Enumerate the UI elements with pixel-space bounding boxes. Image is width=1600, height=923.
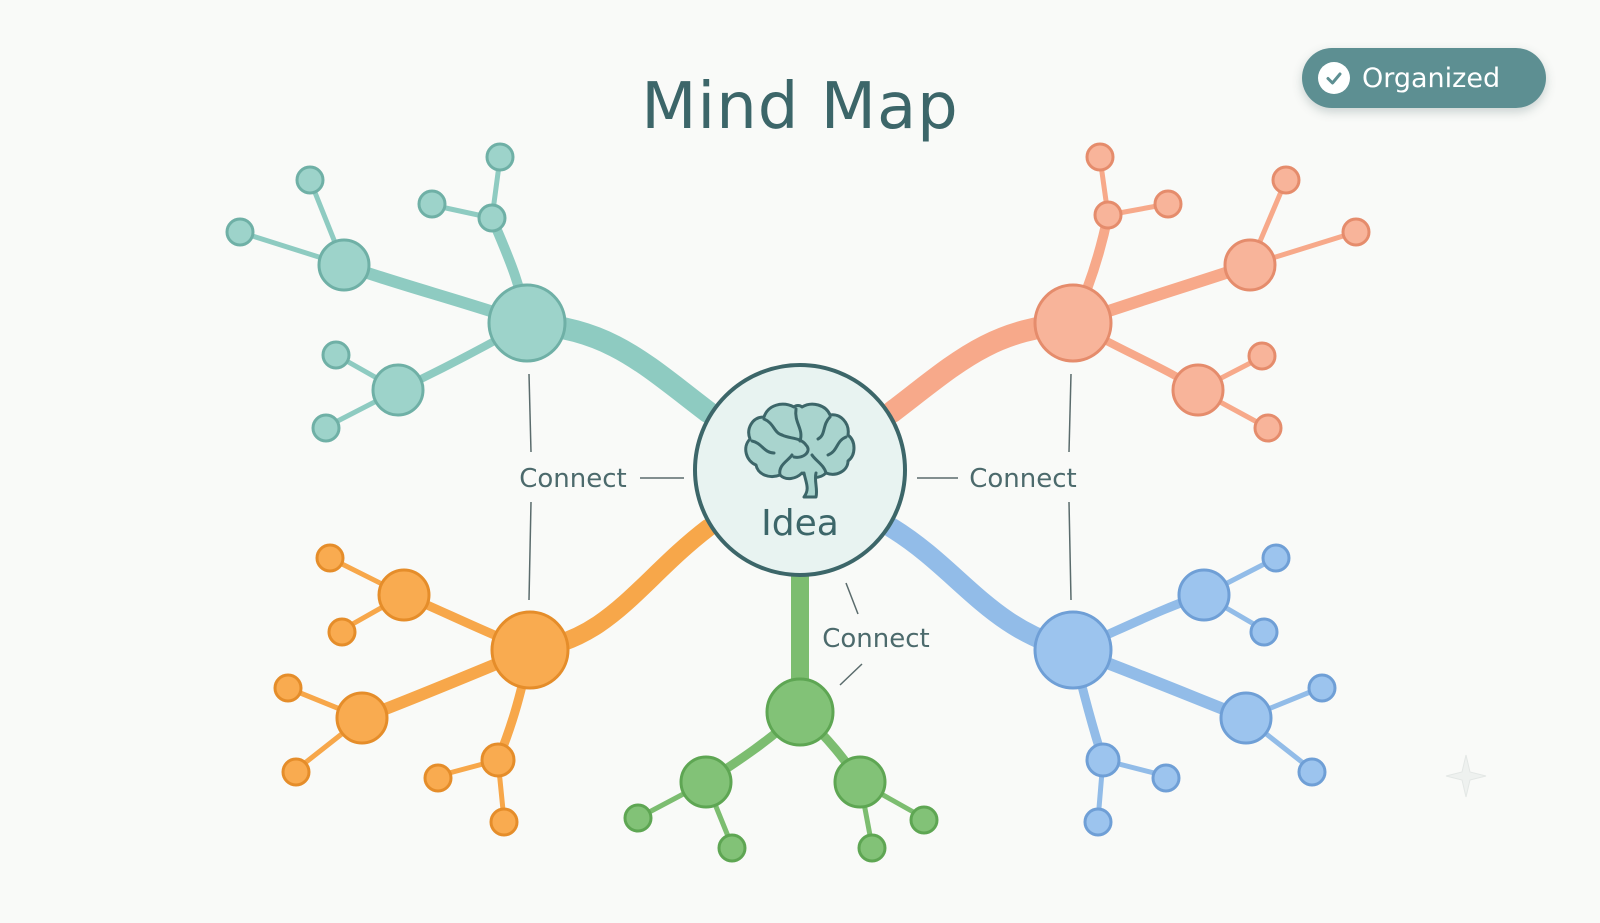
check-icon <box>1318 62 1350 94</box>
branch-salmon-node[interactable] <box>1247 341 1277 371</box>
branch-teal-node[interactable] <box>485 142 515 172</box>
connector-line <box>845 582 859 615</box>
branch-orange-node[interactable] <box>335 691 389 745</box>
branch-orange-node[interactable] <box>377 568 431 622</box>
branch-blue <box>882 518 1337 837</box>
branch-blue-node[interactable] <box>1151 763 1181 793</box>
connector-label-bottom: Connect <box>822 624 930 654</box>
connector-line <box>839 663 863 686</box>
branch-orange-node[interactable] <box>315 543 345 573</box>
branch-salmon-node[interactable] <box>1223 238 1277 292</box>
branch-teal-node[interactable] <box>317 238 371 292</box>
branch-blue-node[interactable] <box>1033 610 1113 690</box>
branch-teal <box>225 142 719 443</box>
branch-orange-node[interactable] <box>490 610 570 690</box>
branch-blue-node[interactable] <box>1249 617 1279 647</box>
branch-orange-node[interactable] <box>327 617 357 647</box>
center-node-label: Idea <box>761 503 839 544</box>
branch-orange-node[interactable] <box>480 742 516 778</box>
connector-right: Connect <box>917 373 1077 601</box>
branch-green-node[interactable] <box>765 677 835 747</box>
branch-orange <box>273 519 717 837</box>
branch-salmon-node[interactable] <box>1171 363 1225 417</box>
branch-teal-node[interactable] <box>321 340 351 370</box>
brain-icon <box>744 402 856 499</box>
branch-teal-node[interactable] <box>417 189 447 219</box>
branch-green-node[interactable] <box>833 755 887 809</box>
branch-salmon-node[interactable] <box>1093 200 1123 230</box>
branch-salmon-node[interactable] <box>1341 217 1371 247</box>
branch-teal-node[interactable] <box>371 363 425 417</box>
branch-salmon <box>881 142 1371 443</box>
branch-green-node[interactable] <box>909 805 939 835</box>
branch-green-node[interactable] <box>623 803 653 833</box>
branch-teal-node[interactable] <box>311 413 341 443</box>
center-node[interactable]: Idea <box>693 363 907 577</box>
branch-teal-node[interactable] <box>487 283 567 363</box>
connector-line <box>1068 373 1072 453</box>
branch-teal-node[interactable] <box>477 203 507 233</box>
branch-green-node[interactable] <box>679 755 733 809</box>
branch-blue-node[interactable] <box>1261 543 1291 573</box>
branch-blue-node[interactable] <box>1297 757 1327 787</box>
branch-salmon-node[interactable] <box>1033 283 1113 363</box>
branch-teal-node[interactable] <box>225 217 255 247</box>
branch-green-node[interactable] <box>857 833 887 863</box>
branch-teal-node[interactable] <box>295 165 325 195</box>
branch-blue-node[interactable] <box>1085 742 1121 778</box>
connector-line <box>528 501 532 601</box>
branch-salmon-node[interactable] <box>1085 142 1115 172</box>
connector-bottom: Connect <box>822 582 930 686</box>
branch-salmon-node[interactable] <box>1271 165 1301 195</box>
branch-blue-node[interactable] <box>1083 807 1113 837</box>
branch-salmon-node[interactable] <box>1253 413 1283 443</box>
page-title: Mind Map <box>641 70 959 144</box>
branch-blue-node[interactable] <box>1219 691 1273 745</box>
organized-badge-label: Organized <box>1362 62 1501 94</box>
connector-label-left: Connect <box>519 464 627 494</box>
branch-salmon-node[interactable] <box>1153 189 1183 219</box>
branch-orange-node[interactable] <box>489 807 519 837</box>
branch-blue-node[interactable] <box>1307 673 1337 703</box>
connector-line <box>528 373 532 453</box>
connector-line <box>1068 501 1072 601</box>
sparkle-icon <box>1445 754 1487 798</box>
connector-left: Connect <box>519 373 684 601</box>
connector-label-right: Connect <box>969 464 1077 494</box>
organized-badge[interactable]: Organized <box>1302 48 1546 108</box>
branch-blue-node[interactable] <box>1177 568 1231 622</box>
branch-green-node[interactable] <box>717 833 747 863</box>
branch-orange-node[interactable] <box>273 673 303 703</box>
branch-green <box>623 561 939 863</box>
branch-orange-node[interactable] <box>423 763 453 793</box>
branch-orange-node[interactable] <box>281 757 311 787</box>
